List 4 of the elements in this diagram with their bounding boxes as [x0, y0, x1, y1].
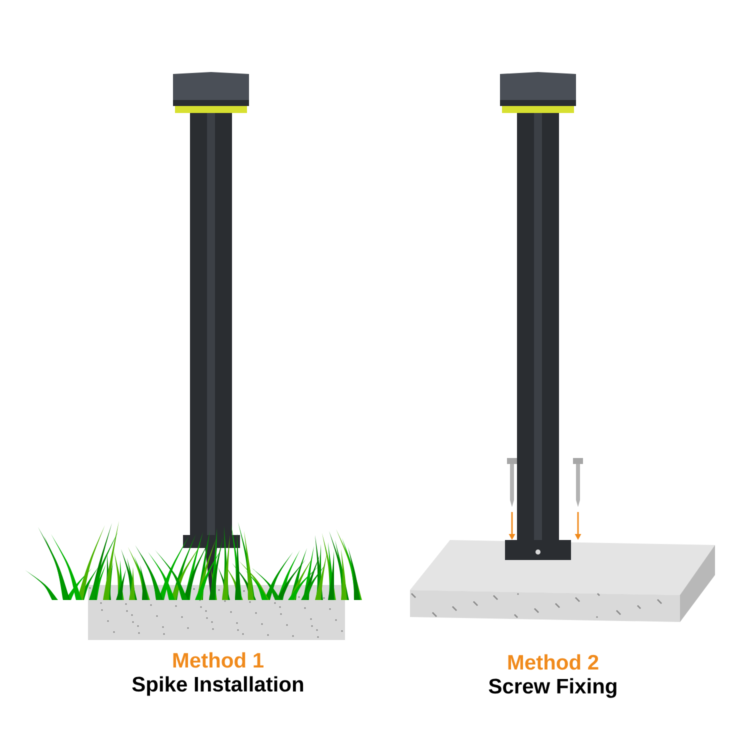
method-caption: Screw Fixing	[488, 678, 616, 698]
method-heading: Method 2	[508, 654, 598, 670]
method-caption: Spike Installation	[132, 676, 304, 696]
method-heading: Method 1	[173, 652, 264, 668]
